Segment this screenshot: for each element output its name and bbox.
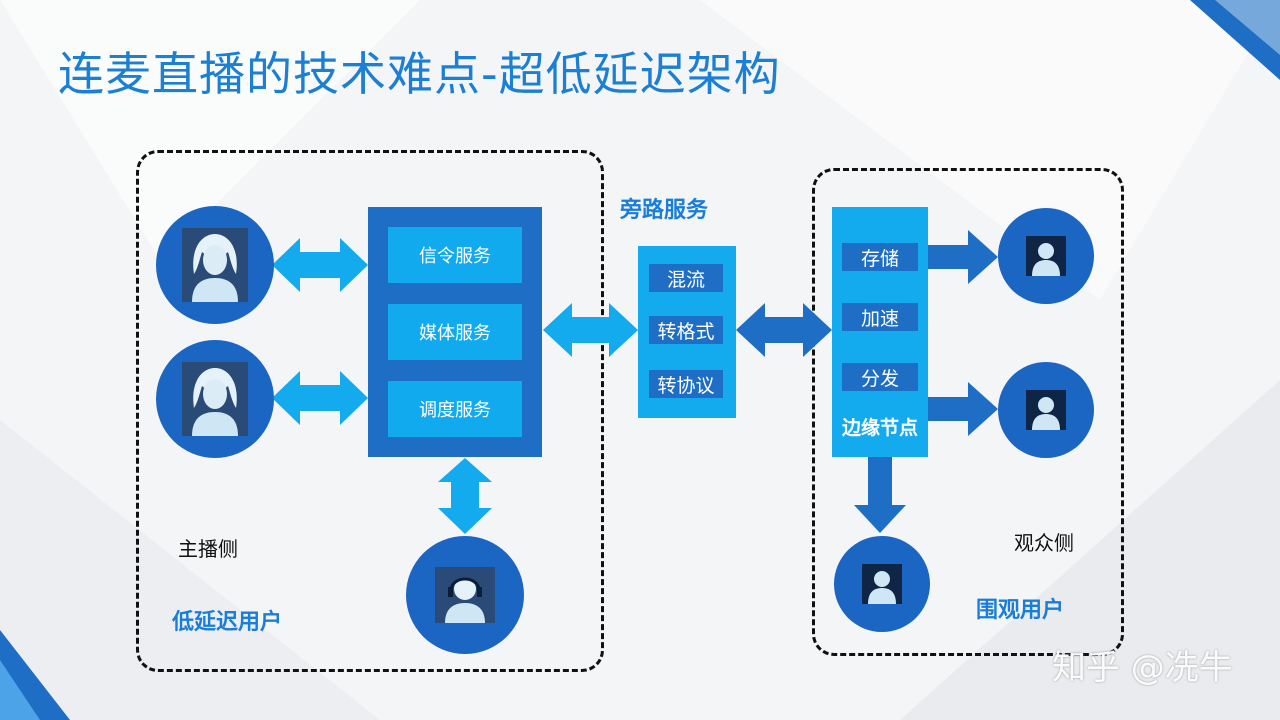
watermark: 知乎 @冼牛 (1052, 648, 1233, 688)
user-icon (1026, 236, 1066, 276)
bypass-service-label: 旁路服务 (620, 198, 709, 223)
edge-storage: 存储 (842, 243, 918, 271)
page-title: 连麦直播的技术难点-超低延迟架构 (58, 47, 781, 101)
media-service: 媒体服务 (388, 304, 522, 360)
scheduling-service: 调度服务 (388, 381, 522, 437)
user-icon (862, 564, 902, 604)
audience-side-label: 观众侧 (1014, 531, 1074, 555)
core-service-block: 信令服务 媒体服务 调度服务 (368, 207, 542, 457)
edge-node-block: 存储 加速 分发 边缘节点 (832, 207, 928, 457)
user-icon (1026, 390, 1066, 430)
bypass-protocol-conversion: 转协议 (649, 370, 723, 398)
bypass-format-conversion: 转格式 (649, 316, 723, 344)
female-user-icon (182, 228, 248, 302)
streamer-group-box (136, 150, 604, 672)
double-arrow-bypass-edge (736, 303, 832, 357)
edge-node-label: 边缘节点 (841, 417, 918, 439)
audience-group-box (812, 168, 1124, 656)
streamer-side-label: 主播侧 (178, 537, 238, 561)
edge-acceleration: 加速 (842, 303, 918, 331)
signaling-service: 信令服务 (388, 227, 522, 283)
edge-distribution: 分发 (842, 363, 918, 391)
double-arrow-bottom-left (272, 371, 368, 425)
bypass-service-block: 混流 转格式 转协议 (638, 246, 736, 418)
streamer-avatar-1 (156, 206, 274, 324)
double-arrow-vertical (438, 458, 492, 534)
onlooker-users-label: 围观用户 (976, 598, 1065, 623)
low-latency-users-label: 低延迟用户 (172, 610, 283, 635)
female-user-icon (182, 362, 248, 436)
operator-avatar (406, 536, 524, 654)
arrow-edge-audience-bottom (854, 457, 906, 533)
double-arrow-core-bypass (543, 303, 638, 357)
double-arrow-top-left (272, 238, 368, 292)
bypass-mixing: 混流 (649, 264, 723, 292)
headset-user-icon (435, 567, 495, 623)
streamer-avatar-2 (156, 340, 274, 458)
audience-avatar-3 (834, 536, 930, 632)
arrow-edge-audience-top (928, 230, 998, 284)
audience-avatar-2 (998, 362, 1094, 458)
arrow-edge-audience-middle (928, 382, 998, 436)
audience-avatar-1 (998, 208, 1094, 304)
